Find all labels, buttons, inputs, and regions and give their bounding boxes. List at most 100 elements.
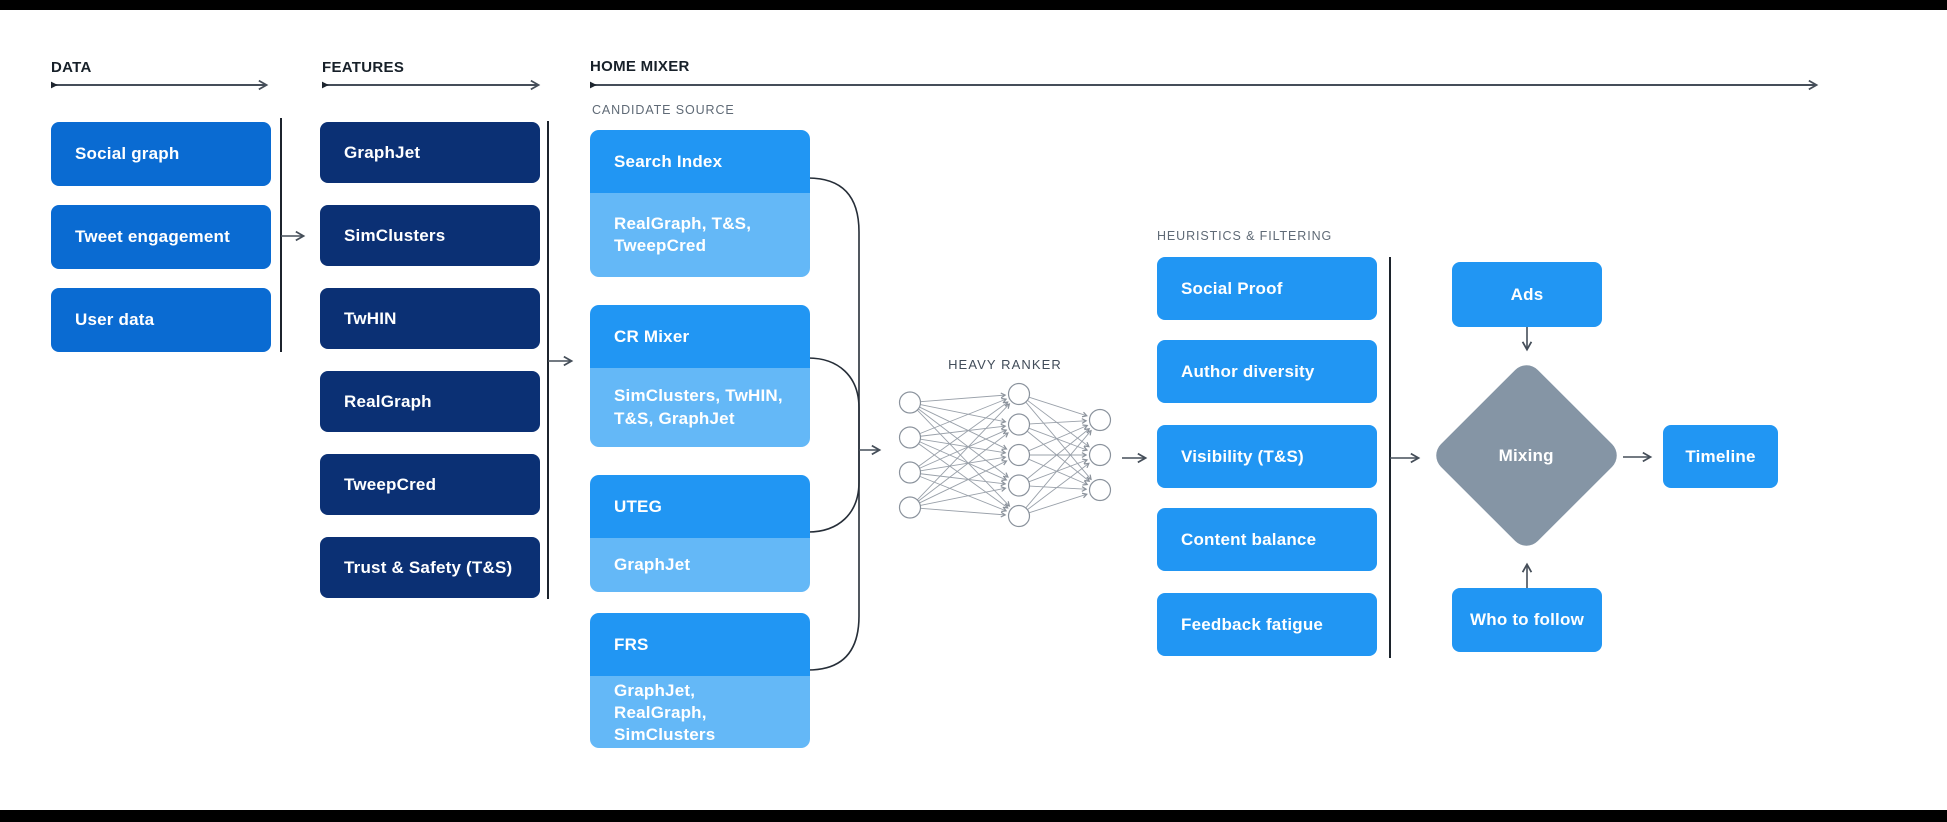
nn-edge [919,475,1008,513]
home-mixer-section-label: HOME MIXER [590,58,690,75]
candidate-connectors [807,177,860,671]
nn-edge [919,397,1008,435]
candidate-sources: GraphJet, RealGraph, SimClusters [590,676,810,748]
nn-edge [920,486,1007,506]
box-label: Feedback fatigue [1181,614,1324,634]
box-label: Trust & Safety (T&S) [344,557,513,577]
timeline-box: Timeline [1663,425,1778,488]
box-label: FRS [614,634,649,654]
cr-mixer-connector [807,357,860,450]
box-label: RealGraph [344,391,432,411]
box-label: User data [75,310,155,329]
box-label: GraphJet, RealGraph, SimClusters [614,681,716,745]
nn-edge [920,438,1007,456]
box-label: CR Mixer [614,326,690,346]
nn-node [1088,408,1112,432]
feature-box-twhin: TwHIN [320,288,540,349]
nn-node [1007,382,1031,406]
nn-edge [920,454,1007,472]
box-label: GraphJet [344,142,421,162]
candidate-sources: RealGraph, T&S, TweepCred [590,193,810,277]
nn-edge [918,443,1009,509]
box-label: Visibility (T&S) [1181,446,1304,466]
nn-node [898,461,922,484]
top-frame-bar [0,0,1947,10]
data-box-social-graph: Social graph [51,122,271,186]
candidate-sources: SimClusters, TwHIN, T&S, GraphJet [590,368,810,447]
flow-arrows [281,230,1653,588]
nn-edge [919,460,1008,504]
nn-node [1007,504,1031,528]
nn-edge [1028,396,1088,418]
candidate-title: UTEG [590,475,810,538]
box-label: TwHIN [344,308,397,328]
nn-edge [920,423,1007,437]
heuristic-box-author-diversity: Author diversity [1157,340,1377,403]
nn-edge [916,409,1011,507]
box-label: Ads [1510,284,1544,304]
nn-edge [920,392,1007,403]
box-label: Content balance [1181,529,1317,549]
candidate-card-uteg: UTEG GraphJet [590,475,810,592]
nn-edge [916,403,1011,501]
features-section-label: FEATURES [322,59,405,76]
feature-box-realgraph: RealGraph [320,371,540,432]
candidate-title: CR Mixer [590,305,810,368]
box-label: Social Proof [1181,278,1283,298]
candidate-source-label: CANDIDATE SOURCE [592,103,735,117]
nn-edge [918,401,1009,467]
who-to-follow-box: Who to follow [1452,588,1602,652]
neural-network [898,382,1112,528]
nn-edge [1028,424,1089,452]
heuristics-filtering-label: HEURISTICS & FILTERING [1157,229,1333,243]
box-label: Tweet engagement [75,227,230,246]
feature-box-simclusters: SimClusters [320,205,540,266]
nn-node [1007,443,1031,467]
nn-node [1007,413,1031,436]
feature-box-trust-safety: Trust & Safety (T&S) [320,537,540,598]
nn-edge [1025,429,1092,509]
ads-box: Ads [1452,262,1602,327]
nn-edge [920,507,1007,518]
heuristic-box-feedback-fatigue: Feedback fatigue [1157,593,1377,656]
nn-edge [1025,401,1092,481]
candidate-sources: GraphJet [590,538,810,592]
heuristic-box-visibility: Visibility (T&S) [1157,425,1377,488]
nn-node [1088,443,1112,467]
nn-edge [1026,427,1091,480]
bottom-frame-bar [0,810,1947,822]
nn-node [1007,474,1031,497]
feature-box-tweepcred: TweepCred [320,454,540,515]
heavy-ranker-label: HEAVY RANKER [948,357,1062,372]
box-label: TweepCred [344,474,437,494]
nn-edge [1029,485,1088,492]
nn-edge [919,406,1008,450]
nn-edge [920,473,1007,487]
mixing-label: Mixing [1498,445,1555,465]
uteg-connector [807,450,860,533]
nn-node [898,496,922,519]
box-label: Timeline [1685,446,1756,466]
nn-edge [1028,427,1089,452]
nn-edge [1028,492,1088,514]
nn-edge [1027,462,1090,511]
search-index-connector [807,177,860,450]
box-label: SimClusters [344,225,446,245]
data-section-label: DATA [51,59,92,76]
nn-edge [1028,458,1089,486]
data-box-tweet-engagement: Tweet engagement [51,205,271,269]
nn-edge [918,432,1009,502]
nn-edge [918,408,1009,478]
box-label: UTEG [614,496,663,516]
nn-edge [1027,399,1090,448]
nn-edge [1026,430,1091,483]
box-label: Who to follow [1469,610,1584,629]
candidate-card-cr-mixer: CR Mixer SimClusters, TwHIN, T&S, GraphJ… [590,305,810,447]
nn-node [898,426,922,449]
candidate-title: FRS [590,613,810,676]
heuristic-box-content-balance: Content balance [1157,508,1377,571]
nn-edge [919,429,1008,469]
box-label: SimClusters, TwHIN, T&S, GraphJet [614,386,783,428]
data-box-user-data: User data [51,288,271,352]
